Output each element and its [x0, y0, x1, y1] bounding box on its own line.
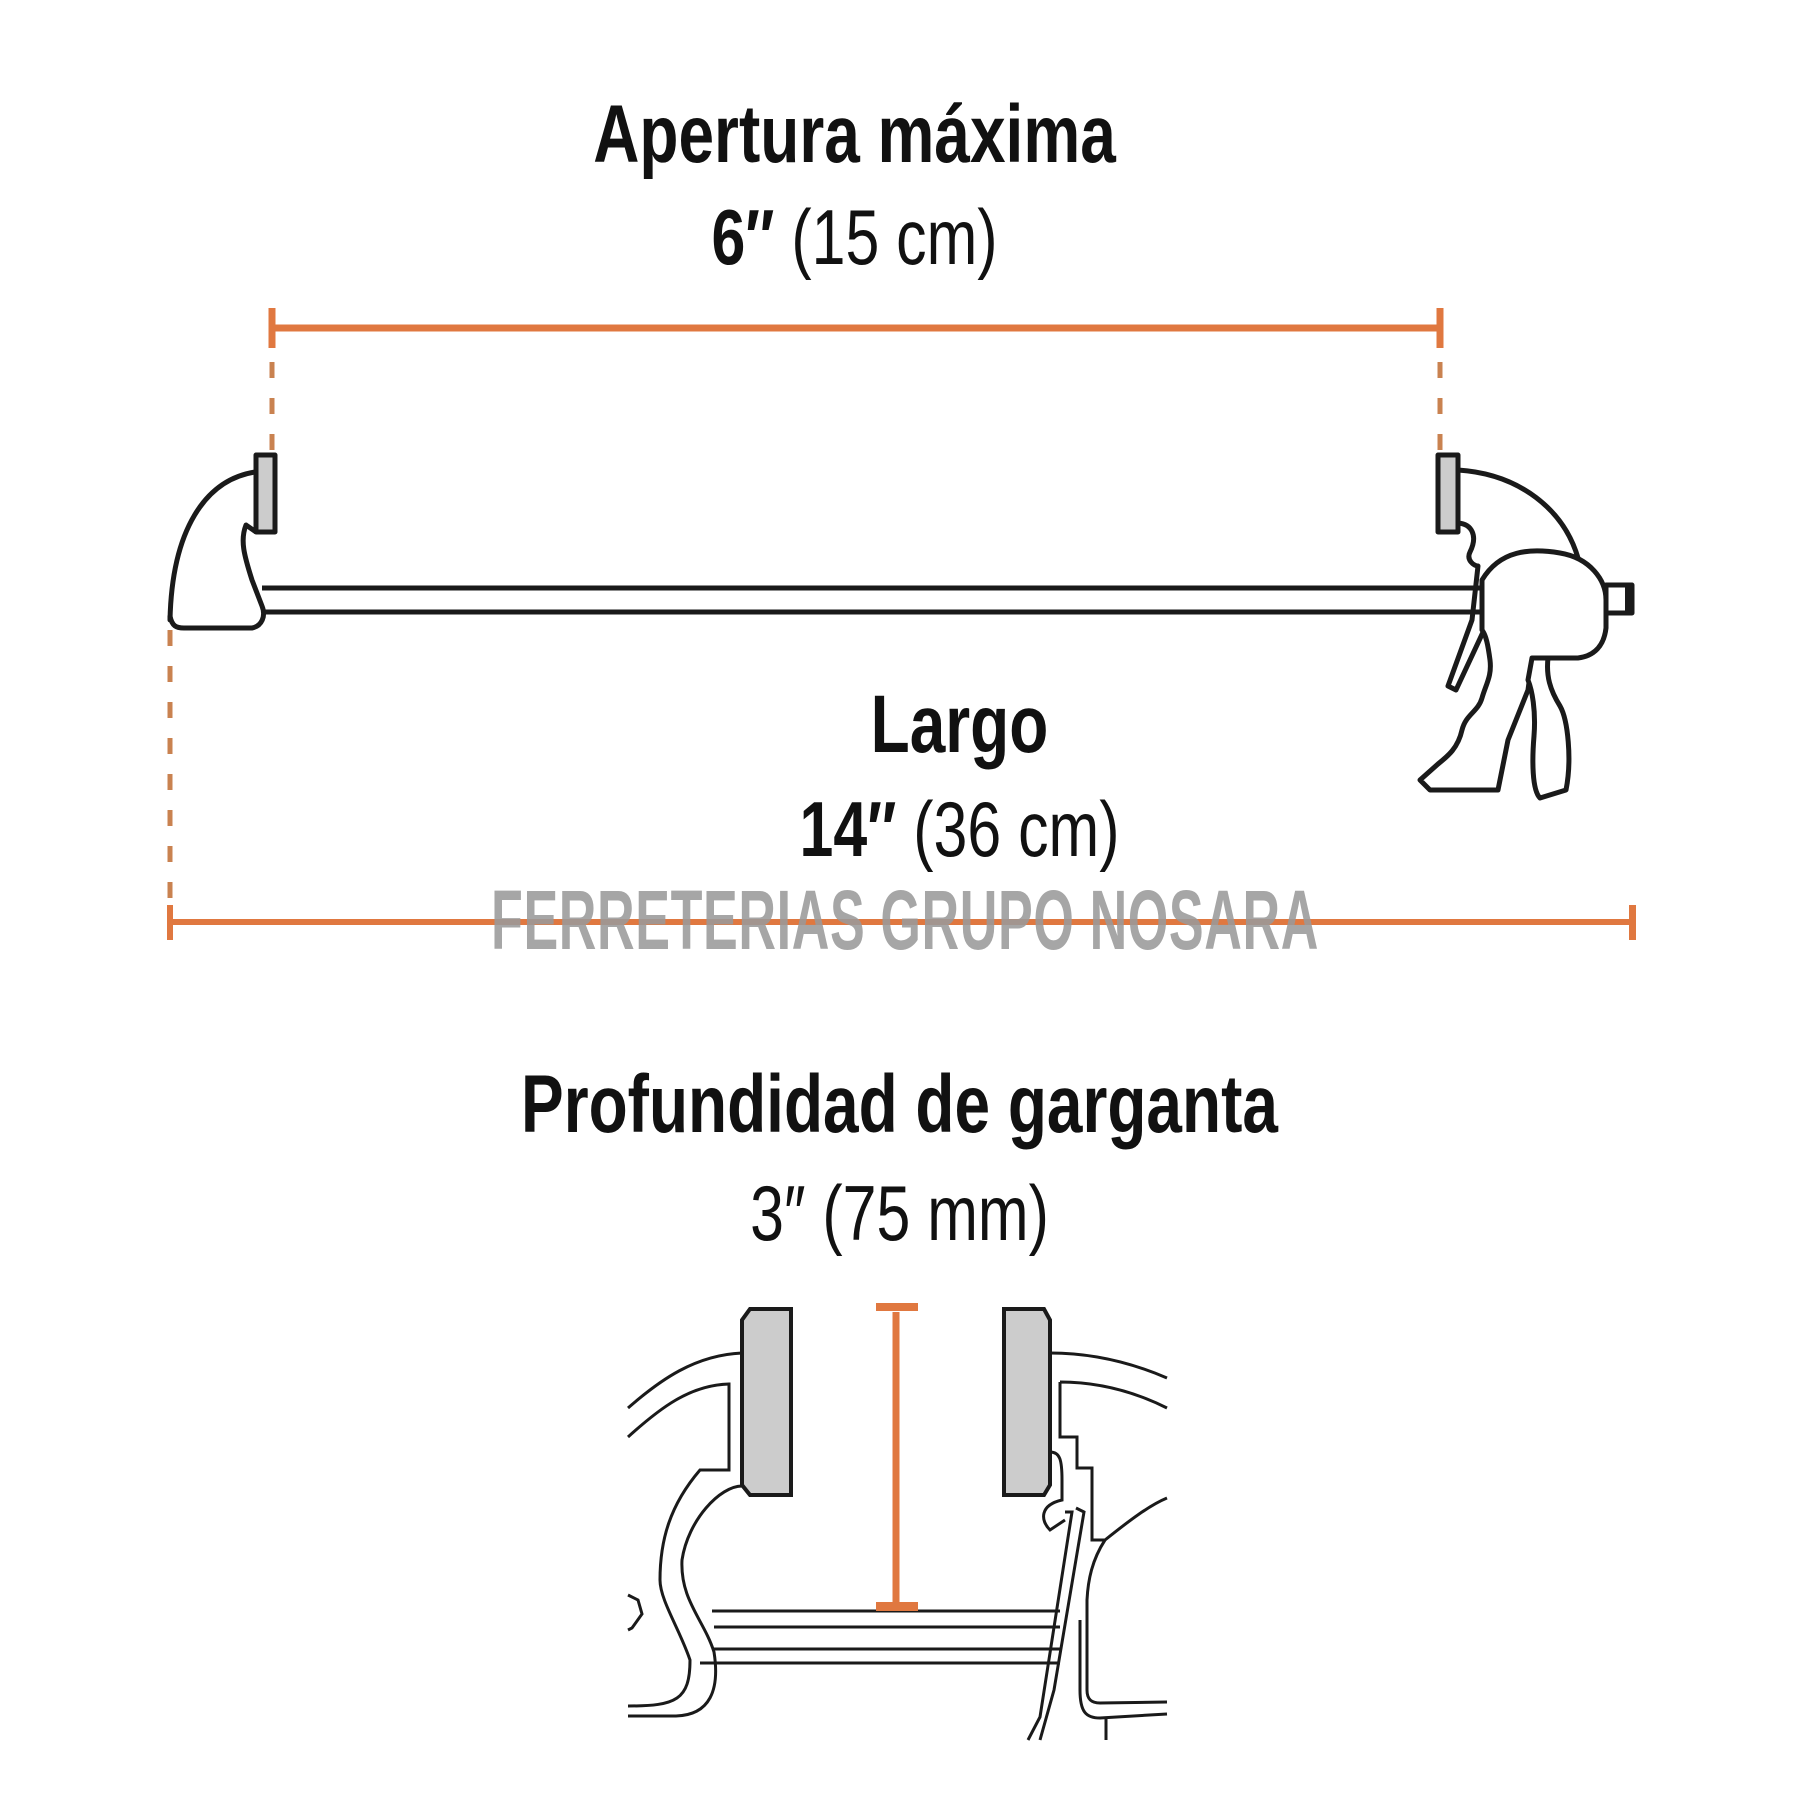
length-title: Largo: [870, 679, 1049, 770]
throat-depth-imperial: 3″: [750, 1169, 806, 1257]
throat-depth-detail: [626, 1303, 1168, 1741]
length-value: 14″ (36 cm): [258, 784, 1661, 875]
max-opening-imperial: 6″: [711, 193, 775, 281]
length-dimension-line: [167, 630, 1636, 940]
max-opening-value: 6″ (15 cm): [153, 192, 1556, 283]
throat-depth-title: Profundidad de garganta: [521, 1059, 1278, 1150]
max-opening-dimension-line: [268, 308, 1444, 455]
watermark: FERRETERIAS GRUPO NOSARA: [491, 873, 1319, 967]
throat-depth-value: 3″ (75 mm): [198, 1168, 1601, 1259]
max-opening-metric: (15 cm): [791, 193, 998, 281]
throat-depth-metric: (75 mm): [822, 1169, 1049, 1257]
clamp-side-view: [167, 452, 1635, 801]
length-imperial: 14″: [799, 785, 897, 873]
max-opening-title: Apertura máxima: [593, 89, 1116, 180]
length-metric: (36 cm): [913, 785, 1120, 873]
